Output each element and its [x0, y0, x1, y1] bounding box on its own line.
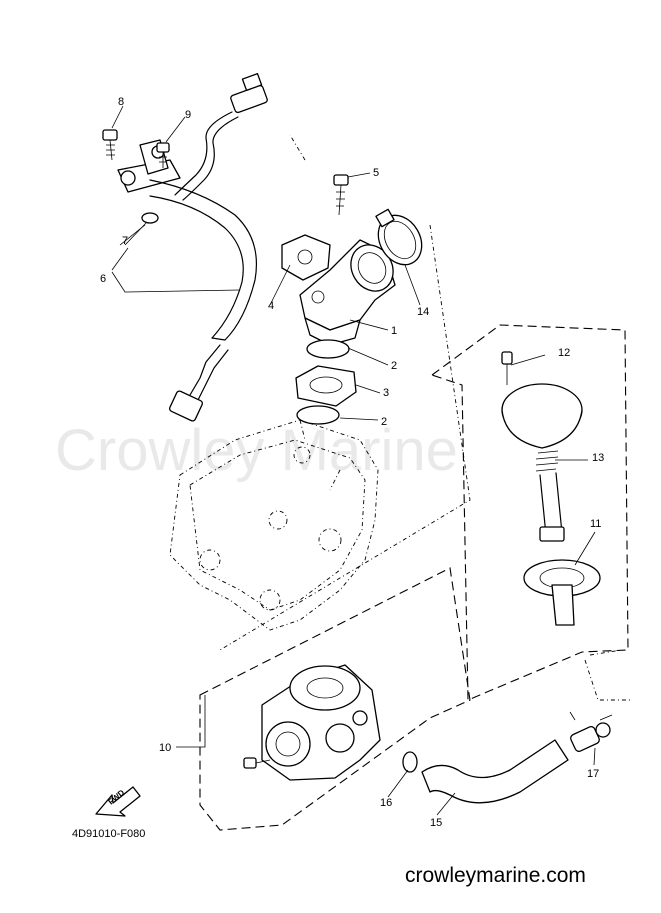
callout-15: 15 [430, 817, 442, 829]
diaphragm-cover [501, 351, 583, 449]
callout-12: 12 [558, 347, 570, 359]
callout-1: 1 [391, 325, 397, 337]
callout-5: 5 [373, 167, 379, 179]
fwd-arrow-icon: FWD [95, 786, 141, 817]
group-boundary-upper [430, 324, 629, 701]
callout-10: 10 [159, 742, 171, 754]
callout-7: 7 [122, 235, 128, 247]
callout-16: 16 [380, 797, 392, 809]
intake-plate [281, 234, 331, 281]
callout-8: 8 [118, 96, 124, 108]
cap [402, 751, 418, 773]
callout-9: 9 [185, 109, 191, 121]
callout-17: 17 [587, 768, 599, 780]
watermark: Crowley Marine [55, 418, 458, 483]
centerline-upper [219, 134, 471, 651]
callout-2-upper: 2 [391, 360, 397, 372]
website-link[interactable]: crowleymarine.com [405, 864, 586, 887]
callout-labels: 1 2 2 3 4 5 6 7 8 9 10 11 12 13 14 15 16… [100, 96, 604, 829]
callout-2-lower: 2 [381, 416, 387, 428]
diaphragm [523, 559, 601, 626]
gasket [295, 365, 357, 407]
callout-13: 13 [592, 452, 604, 464]
hose [421, 739, 569, 804]
fitting [569, 649, 630, 752]
o-ring-upper [306, 339, 350, 359]
callout-14: 14 [417, 306, 429, 318]
callout-4: 4 [268, 300, 274, 312]
group-boundary-lower [199, 567, 471, 831]
diagram-code: 4D91010-F080 [72, 828, 145, 840]
callout-6: 6 [100, 273, 106, 285]
callout-3: 3 [383, 387, 389, 399]
throttle-body [243, 664, 381, 781]
bolt-5 [333, 174, 349, 216]
intake-manifold [299, 239, 396, 346]
spring [535, 450, 565, 542]
wire-harness [102, 72, 268, 422]
engine-cylinder-head [169, 419, 379, 631]
hose-clamp [375, 208, 423, 266]
o-ring-lower [296, 405, 340, 425]
callout-11: 11 [590, 518, 601, 530]
leader-lines [111, 105, 596, 816]
